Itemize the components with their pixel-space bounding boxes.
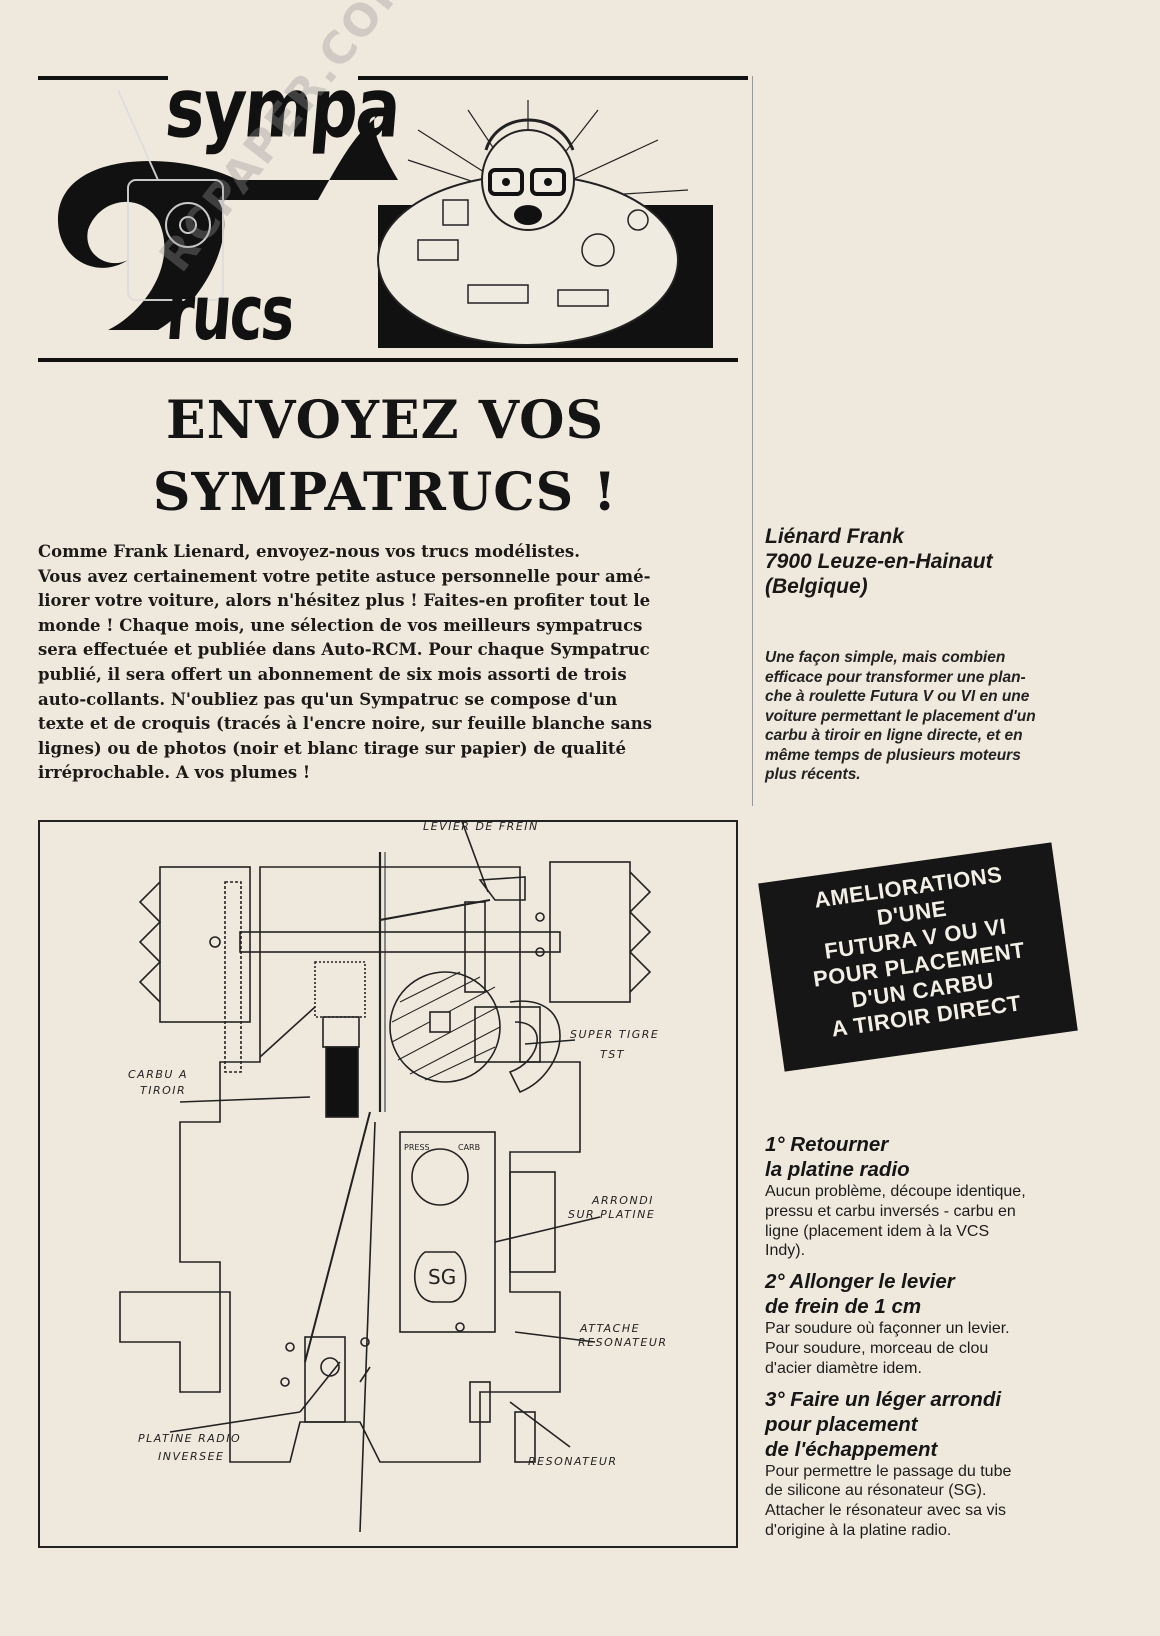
logo-t-swoosh — [58, 110, 398, 330]
step-2: 2° Allonger le levier de frein de 1 cm P… — [765, 1269, 1105, 1378]
chassis-outline — [119, 866, 581, 1463]
intro-line: auto-collants. N'oubliez pas qu'un Sympa… — [38, 689, 618, 709]
label-arrondi: ARRONDI — [592, 1194, 654, 1207]
header-rule-top — [38, 76, 168, 80]
label-attache: ATTACHE — [580, 1322, 641, 1335]
carb-marking: CARB — [458, 1143, 480, 1152]
step-title-line: de l'échappement — [765, 1437, 938, 1461]
intro-line: monde ! Chaque mois, une sélection de vo… — [38, 615, 643, 635]
step-3: 3° Faire un léger arrondi pour placement… — [765, 1387, 1105, 1541]
cartoon-character — [377, 118, 679, 346]
technical-diagram: SG PRESS CARB LE — [38, 820, 738, 1548]
step-body-line: ligne (placement idem à la VCS — [765, 1222, 990, 1240]
step-body: Pour permettre le passage du tube de sil… — [765, 1462, 1105, 1541]
step-body-line: Pour permettre le passage du tube — [765, 1462, 1012, 1480]
spur-gear — [224, 881, 242, 1073]
label-sur-platine: SUR PLATINE — [568, 1208, 656, 1221]
exhaust — [508, 1000, 561, 1094]
label-platine-radio: PLATINE RADIO — [138, 1432, 242, 1445]
column-divider — [752, 76, 753, 806]
header-rule-bottom — [38, 358, 738, 362]
brake-lever — [379, 899, 491, 921]
step-title-line: 3° Faire un léger arrondi — [765, 1387, 1002, 1411]
step-title-line: la platine radio — [765, 1158, 910, 1181]
resonator-housing — [399, 1131, 496, 1333]
step-body: Aucun problème, découpe identique, press… — [765, 1182, 1105, 1261]
step-body-line: Pour soudure, morceau de clou — [765, 1339, 989, 1357]
press-marking: PRESS — [404, 1143, 430, 1152]
label-tst: TST — [600, 1048, 625, 1061]
label-super-tigre: SUPER TIGRE — [570, 1028, 660, 1041]
label-inversee: INVERSEE — [158, 1450, 225, 1463]
step-title-line: pour placement — [765, 1412, 918, 1436]
carburettor — [314, 961, 366, 1018]
step-title-line: 2° Allonger le levier — [765, 1270, 955, 1294]
step-1: 1° Retourner la platine radio Aucun prob… — [765, 1132, 1105, 1261]
title-line-1: ENVOYEZ VOS — [166, 390, 604, 451]
feature-banner: AMELIORATIONS D'UNE FUTURA V OU VI POUR … — [758, 842, 1078, 1072]
servo — [304, 1336, 346, 1423]
title-line-2: SYMPATRUCS ! — [152, 462, 618, 523]
author-name: Liénard Frank — [765, 525, 904, 548]
header-illustration — [58, 89, 713, 348]
label-carbu-a: CARBU A — [128, 1068, 188, 1081]
label-resonateur: RESONATEUR — [528, 1455, 618, 1468]
label-tiroir: TIROIR — [140, 1084, 187, 1097]
intro-line: Vous avez certainement votre petite astu… — [38, 566, 651, 586]
step-title: 1° Retourner la platine radio — [765, 1132, 1105, 1182]
step-body-line: Par soudure où façonner un levier. — [765, 1320, 1010, 1338]
summary-line: carbu à tiroir en ligne directe, et en — [765, 727, 1023, 744]
intro-line: texte et de croquis (tracés à l'encre no… — [38, 714, 653, 734]
step-body-line: d'acier diamètre idem. — [765, 1359, 922, 1377]
author-city: 7900 Leuze-en-Hainaut — [765, 550, 993, 573]
summary-line: même temps de plusieurs moteurs — [765, 746, 1021, 764]
summary-paragraph: Une façon simple, mais combien efficace … — [765, 648, 1103, 785]
step-body-line: d'origine à la platine radio. — [765, 1521, 952, 1539]
intro-line: lignes) ou de photos (noir et blanc tira… — [38, 738, 627, 758]
label-levier-de-frein: LEVIER DE FREIN — [423, 820, 539, 833]
step-body-line: Attacher le résonateur avec sa vis — [765, 1502, 1007, 1520]
author-country: (Belgique) — [765, 575, 868, 598]
pushrod — [304, 1111, 371, 1363]
left-block — [159, 866, 251, 1023]
sg-marking: SG — [428, 1265, 456, 1289]
step-body: Par soudure où façonner un levier. Pour … — [765, 1319, 1105, 1378]
summary-line: plus récents. — [765, 766, 861, 783]
step-body-line: Aucun problème, découpe identique, — [765, 1183, 1026, 1200]
transmitter-drawing — [117, 89, 224, 301]
summary-line: che à roulette Futura V ou VI en une — [765, 688, 1030, 705]
header-rule-top-right — [358, 76, 748, 80]
intro-line: sera effectuée et publiée dans Auto-RCM.… — [38, 640, 650, 660]
page-title: ENVOYEZ VOS SYMPATRUCS ! — [100, 385, 670, 529]
step-body-line: pressu et carbu inversés - carbu en — [765, 1202, 1016, 1220]
intro-line: irréprochable. A vos plumes ! — [38, 763, 311, 783]
step-title: 2° Allonger le levier de frein de 1 cm — [765, 1269, 1105, 1319]
step-body-line: Indy). — [765, 1242, 806, 1260]
right-block — [549, 861, 631, 1003]
intro-line: publié, il sera offert un abonnement de … — [38, 664, 627, 684]
summary-line: voiture permettant le placement d'un — [765, 707, 1036, 725]
intro-paragraph: Comme Frank Lienard, envoyez-nous vos tr… — [38, 540, 743, 786]
step-title: 3° Faire un léger arrondi pour placement… — [765, 1387, 1105, 1462]
diagram-drawing: SG PRESS CARB — [119, 822, 652, 1533]
author-block: Liénard Frank 7900 Leuze-en-Hainaut (Bel… — [765, 524, 1115, 599]
intro-line: Comme Frank Lienard, envoyez-nous vos tr… — [38, 542, 580, 561]
summary-line: efficace pour transformer une plan- — [765, 668, 1026, 686]
step-title-line: de frein de 1 cm — [765, 1295, 922, 1319]
steps-list: 1° Retourner la platine radio Aucun prob… — [765, 1132, 1105, 1549]
intro-line: liorer votre voiture, alors n'hésitez pl… — [38, 591, 651, 611]
summary-line: Une façon simple, mais combien — [765, 649, 1006, 666]
step-title-line: 1° Retourner — [765, 1133, 889, 1156]
step-body-line: de silicone au résonateur (SG). — [765, 1482, 987, 1500]
label-resonateur-attache: RESONATEUR — [578, 1336, 668, 1349]
rear-axle — [239, 931, 561, 953]
logo-trucs: rucs — [163, 270, 297, 358]
